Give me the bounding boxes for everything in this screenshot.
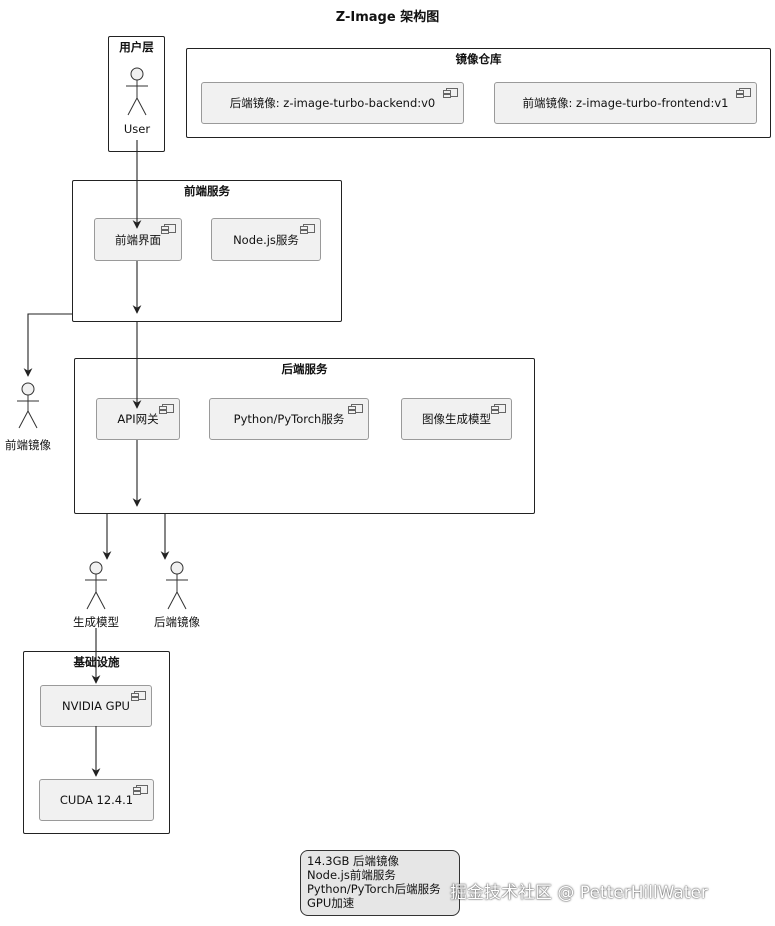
edge-frontend-to-frontend-image <box>23 313 72 377</box>
note-summary: 14.3GB 后端镜像 Node.js前端服务 Python/PyTorch后端… <box>300 850 460 916</box>
component-icon <box>161 224 176 234</box>
component-nvidia-gpu-label: NVIDIA GPU <box>62 699 130 713</box>
actor-frontend-image-icon <box>17 382 39 429</box>
component-icon <box>736 88 751 98</box>
component-python-service-label: Python/PyTorch服务 <box>233 412 345 426</box>
component-api-gateway[interactable]: API网关 <box>96 398 180 440</box>
component-icon <box>491 404 506 414</box>
actor-frontend-image-label: 前端镜像 <box>5 438 51 452</box>
actor-backend-image-label: 后端镜像 <box>154 615 200 629</box>
component-icon <box>133 785 148 795</box>
component-python-service[interactable]: Python/PyTorch服务 <box>209 398 369 440</box>
note-line: Python/PyTorch后端服务 <box>307 882 441 896</box>
component-backend-image-label: 后端镜像: z-image-turbo-backend:v0 <box>229 96 436 110</box>
diagram-title: Z-Image 架构图 <box>335 10 440 25</box>
actor-backend-image-icon <box>166 561 188 610</box>
component-frontend-ui-label: 前端界面 <box>115 232 161 247</box>
component-frontend-image-label: 前端镜像: z-image-turbo-frontend:v1 <box>522 96 729 110</box>
actor-gen-model-icon <box>85 561 107 610</box>
component-cuda[interactable]: CUDA 12.4.1 <box>39 779 154 821</box>
component-nodejs-service-label: Node.js服务 <box>233 232 299 247</box>
component-icon <box>131 691 146 701</box>
watermark: 掘金技术社区 @ PetterHillWater <box>450 883 708 903</box>
component-image-model[interactable]: 图像生成模型 <box>401 398 512 440</box>
component-icon <box>443 88 458 98</box>
package-registry: 镜像仓库 后端镜像: z-image-turbo-backend:v0 前端镜像… <box>186 48 771 138</box>
note-line: GPU加速 <box>307 896 355 910</box>
package-frontend: 前端服务 前端界面 Node.js服务 <box>72 180 342 322</box>
component-nodejs-service[interactable]: Node.js服务 <box>211 218 321 261</box>
note-line: 14.3GB 后端镜像 <box>307 854 400 868</box>
component-icon <box>348 404 363 414</box>
package-backend: 后端服务 API网关 Python/PyTorch服务 图像生成模型 <box>74 358 535 514</box>
note-line: Node.js前端服务 <box>307 868 396 882</box>
component-icon <box>159 404 174 414</box>
component-frontend-image[interactable]: 前端镜像: z-image-turbo-frontend:v1 <box>494 82 757 124</box>
actor-user-label: User <box>123 122 151 136</box>
component-api-gateway-label: API网关 <box>117 412 159 426</box>
component-icon <box>300 224 315 234</box>
component-backend-image[interactable]: 后端镜像: z-image-turbo-backend:v0 <box>201 82 464 124</box>
package-backend-label: 后端服务 <box>281 362 328 376</box>
package-user-layer-label: 用户层 <box>119 40 154 54</box>
component-image-model-label: 图像生成模型 <box>422 412 491 426</box>
component-cuda-label: CUDA 12.4.1 <box>59 793 134 807</box>
package-registry-label: 镜像仓库 <box>455 52 502 66</box>
package-frontend-label: 前端服务 <box>184 184 230 198</box>
actor-gen-model-label: 生成模型 <box>73 615 119 629</box>
actor-user-icon <box>126 67 148 116</box>
